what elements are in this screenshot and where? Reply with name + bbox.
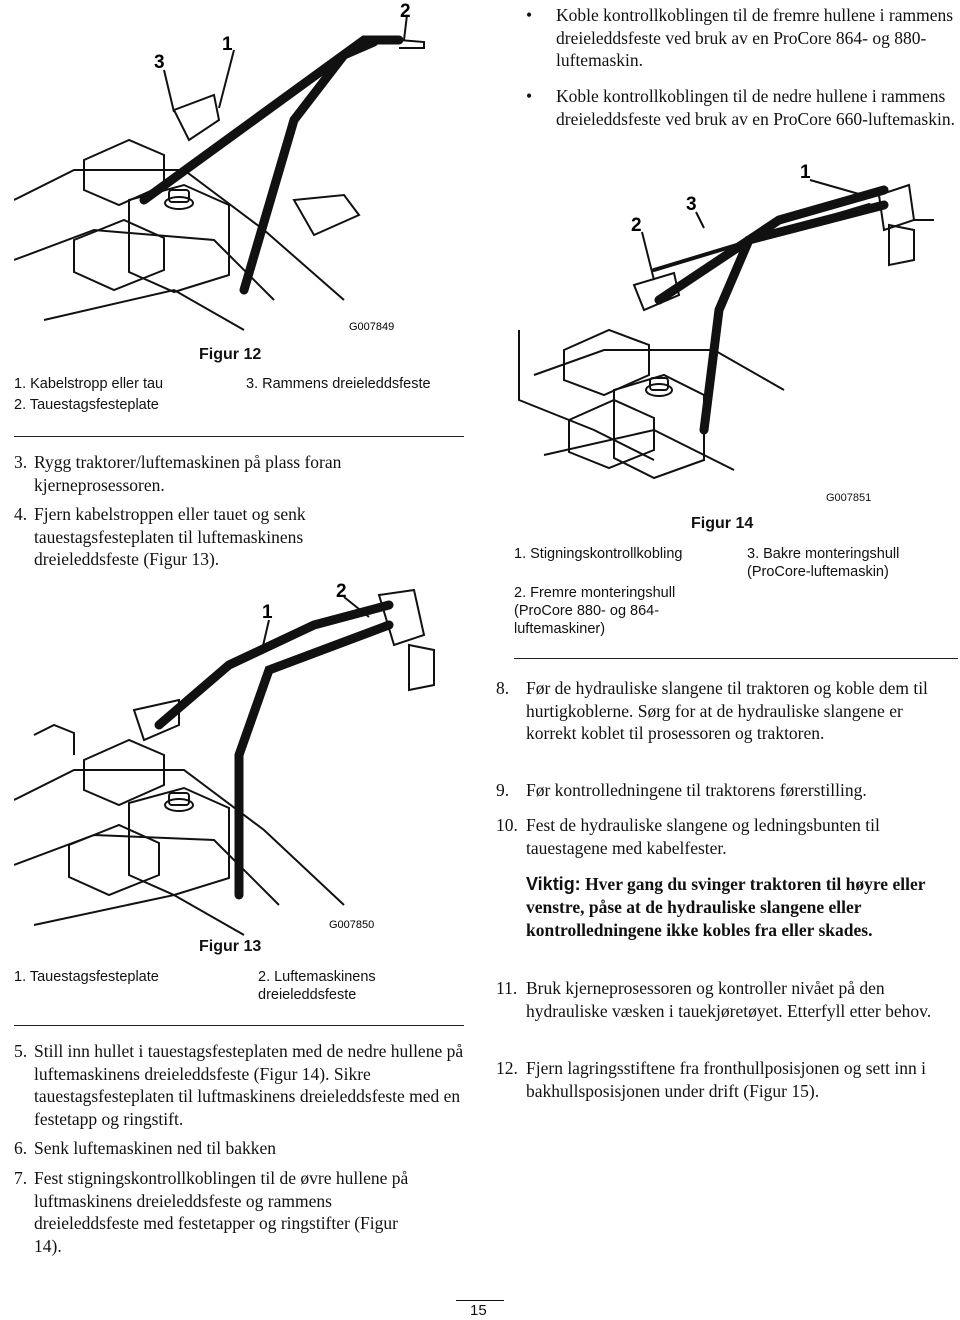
step-9: 9. Før kontrolledningene til traktorens … [496, 779, 956, 803]
bullet-text: Koble kontrollkoblingen til de nedre hul… [556, 86, 955, 129]
step-6: 6. Senk luftemaskinen ned til bakken [14, 1137, 464, 1161]
step-number: 8. [496, 678, 510, 698]
figure-13-legend-2: 2. Luftemaskinens dreieleddsfeste [258, 969, 376, 1003]
step-number: 5. [14, 1041, 28, 1061]
step-12: 12. Fjern lagringsstiftene fra fronthull… [496, 1057, 956, 1105]
step-text: Fest de hydrauliske slangene og lednings… [526, 815, 880, 858]
step-number: 9. [496, 780, 510, 800]
figure-12-legend-3: 3. Rammens dreieleddsfeste [246, 376, 431, 392]
important-text: Hver gang du svinger traktoren til høyre… [526, 874, 926, 940]
callout-3: 3 [154, 52, 165, 73]
figure-14-legend-3: 3. Bakre monteringshull (ProCore-luftema… [747, 546, 900, 580]
figure-12-caption: Figur 12 [199, 346, 262, 363]
page-number: 15 [470, 1302, 487, 1319]
step-text: Senk luftemaskinen ned til bakken [34, 1138, 277, 1158]
figure-14-code: G007851 [826, 492, 872, 504]
step-number: 7. [14, 1168, 28, 1188]
figure-14-legend-2: 2. Fremre monteringshull (ProCore 880- o… [514, 585, 676, 637]
figure-12-rule [14, 436, 464, 437]
callout-1: 1 [222, 34, 233, 55]
bullet-dot: • [526, 5, 533, 25]
bullet-item: • Koble kontrollkoblingen til de nedre h… [526, 85, 956, 155]
step-number: 6. [14, 1138, 28, 1158]
bullet-item: • Koble kontrollkoblingen til de fremre … [526, 4, 956, 74]
callout-3: 3 [686, 194, 697, 215]
figure-13-caption: Figur 13 [199, 938, 262, 955]
callout-2: 2 [336, 581, 347, 602]
callout-1: 1 [800, 162, 811, 183]
tow-bar-drawing: 3 1 2 G007849 [13, 1, 425, 333]
step-text: Rygg traktorer/luftemaskinen på plass fo… [34, 452, 342, 495]
tow-bar-lowered-drawing: 1 2 G007850 [13, 581, 435, 936]
figure-13-illustration: 1 2 G007850 [13, 575, 464, 940]
figure-13-rule [14, 1025, 464, 1026]
step-8: 8. Før de hydrauliske slangene til trakt… [496, 677, 956, 769]
figure-12-legend-2: 2. Tauestagsfesteplate [14, 397, 159, 413]
step-text: Før kontrolledningene til traktorens før… [526, 780, 867, 800]
callout-1: 1 [262, 602, 273, 623]
step-text: Før de hydrauliske slangene til traktore… [526, 678, 928, 743]
step-number: 12. [496, 1058, 518, 1078]
step-text: Bruk kjerneprosessoren og kontroller niv… [526, 978, 932, 1021]
figure-12-legend-1: 1. Kabelstropp eller tau [14, 376, 164, 392]
step-text: Still inn hullet i tauestagsfesteplaten … [34, 1041, 464, 1129]
step-10: 10. Fest de hydrauliske slangene og ledn… [496, 814, 956, 862]
step-text: Fjern kabelstroppen eller tauet og senk … [34, 504, 306, 569]
figure-code: G007849 [349, 321, 394, 333]
important-label: Viktig: [526, 874, 581, 894]
pitch-link-drawing: 2 3 1 [518, 162, 934, 480]
figure-14-legend-1: 1. Stigningskontrollkobling [514, 546, 683, 562]
callout-2: 2 [631, 215, 642, 236]
step-3: 3. Rygg traktorer/luftemaskinen på plass… [14, 451, 464, 499]
step-number: 11. [496, 978, 518, 998]
step-7: 7. Fest stigningskontrollkoblingen til d… [14, 1167, 464, 1259]
bullet-text: Koble kontrollkoblingen til de fremre hu… [556, 5, 954, 70]
step-number: 3. [14, 452, 28, 472]
page-number-rule [456, 1300, 504, 1301]
figure-12-illustration: 3 1 2 G007849 [13, 0, 464, 340]
step-number: 10. [496, 815, 518, 835]
step-11: 11. Bruk kjerneprosessoren og kontroller… [496, 977, 956, 1047]
step-text: Fjern lagringsstiftene fra fronthullposi… [526, 1058, 927, 1101]
step-text: Fest stigningskontrollkoblingen til de ø… [34, 1168, 409, 1256]
step-4: 4. Fjern kabelstroppen eller tauet og se… [14, 503, 464, 573]
figure-14-rule [514, 658, 958, 659]
important-note: Viktig: Hver gang du svinger traktoren t… [526, 873, 956, 942]
figure-code: G007850 [329, 919, 374, 931]
figure-14-caption: Figur 14 [691, 515, 754, 532]
callout-2: 2 [400, 1, 411, 22]
bullet-dot: • [526, 86, 533, 106]
step-5: 5. Still inn hullet i tauestagsfesteplat… [14, 1040, 464, 1132]
figure-13-legend-1: 1. Tauestagsfesteplate [14, 969, 159, 985]
step-number: 4. [14, 504, 28, 524]
figure-14-illustration: 2 3 1 [514, 160, 960, 510]
